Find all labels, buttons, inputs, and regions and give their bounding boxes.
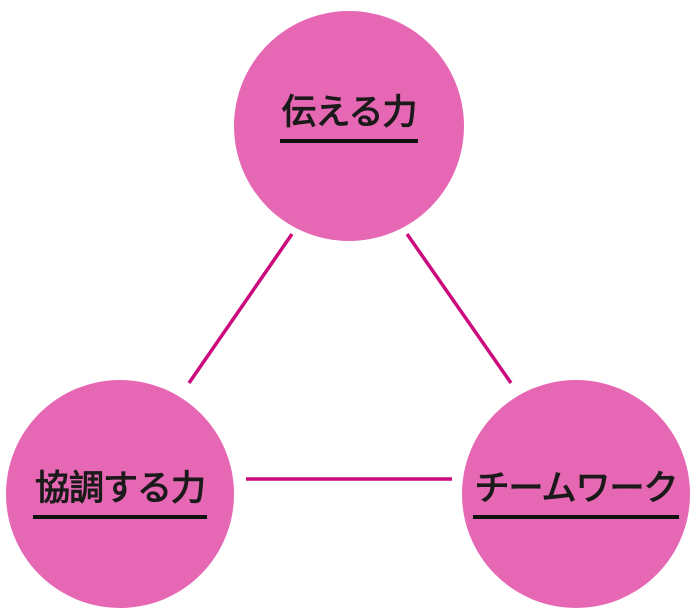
edge-top-to-bottom-left: [187, 233, 294, 384]
node-teamwork: チームワーク: [462, 380, 690, 608]
node-kyouchou-suru-chikara: 協調する力: [6, 380, 234, 608]
node-label-tsutaeru-chikara: 伝える力: [279, 93, 419, 144]
edge-top-to-bottom-right: [405, 232, 513, 385]
node-label-teamwork: チームワーク: [472, 469, 680, 520]
node-label-kyouchou-suru-chikara: 協調する力: [32, 469, 207, 520]
node-tsutaeru-chikara: 伝える力: [234, 11, 464, 241]
